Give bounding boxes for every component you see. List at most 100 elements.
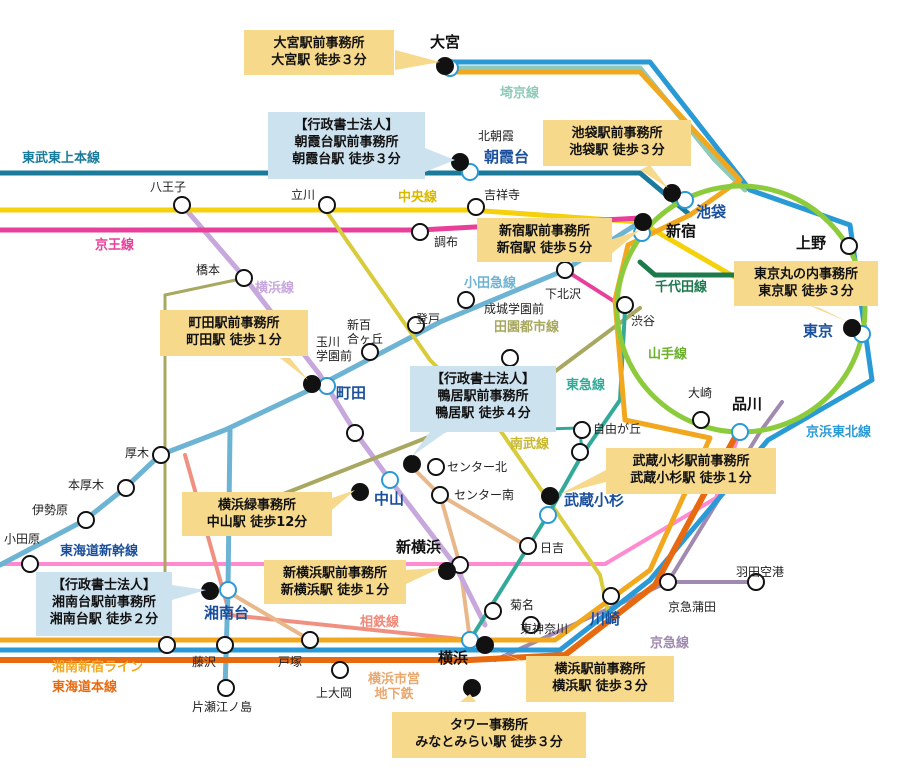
- station-honatsugi: 本厚木: [68, 478, 105, 492]
- station-centerminami: センター南: [454, 488, 515, 502]
- station-circle: [158, 636, 176, 654]
- box-pointer: [280, 358, 308, 380]
- office-box-shinyokohama[interactable]: 新横浜駅前事務所 新横浜駅 徒歩１分: [264, 560, 406, 604]
- station-asakadai: 朝霞台: [484, 148, 530, 166]
- office-box-asakadai[interactable]: 【行政書士法人】 朝霞台駅前事務所 朝霞台駅 徒歩３分: [268, 112, 425, 179]
- line-label-toyoko: 東急線: [566, 378, 606, 393]
- line-label-keihintohoku: 京浜東北線: [806, 425, 872, 440]
- office-box-tokyo[interactable]: 東京丸の内事務所 東京駅 徒歩３分: [734, 261, 878, 306]
- line-chiyoda: [637, 259, 743, 278]
- station-circle: [659, 573, 677, 591]
- office-access: 中山駅 徒歩12分: [206, 515, 308, 530]
- line-label-chuo: 中央線: [398, 190, 438, 205]
- station-circle: [301, 631, 319, 649]
- office-access: 新横浜駅 徒歩１分: [280, 583, 390, 598]
- station-circle: [602, 587, 620, 605]
- office-dot: [403, 455, 421, 473]
- station-circle: [840, 237, 858, 255]
- office-box-midori[interactable]: 横浜緑事務所 中山駅 徒歩12分: [182, 492, 332, 536]
- station-circle: [381, 471, 399, 489]
- line-label-tokaido-shinkansen: 東海道新幹線: [60, 544, 139, 559]
- station-totsuka: 戸塚: [278, 655, 303, 669]
- station-circle: [467, 198, 485, 216]
- line-tokaido: [0, 425, 743, 663]
- station-circle: [556, 261, 574, 279]
- office-box-shinjuku[interactable]: 新宿駅前事務所 新宿駅 徒歩５分: [477, 218, 612, 262]
- station-circle: [346, 424, 364, 442]
- station-circle: [573, 421, 591, 439]
- office-access: 大宮駅 徒歩３分: [271, 53, 367, 68]
- box-pointer: [404, 568, 440, 585]
- station-circle: [318, 196, 336, 214]
- office-name: 新横浜駅前事務所: [282, 566, 387, 581]
- office-box-kamoi[interactable]: 【行政書士法人】 鴨居駅前事務所 鴨居駅 徒歩４分: [410, 366, 556, 432]
- station-circle: [731, 423, 749, 441]
- station-tokyo: 東京: [803, 322, 834, 340]
- station-circle: [331, 661, 349, 679]
- station-circle: [747, 573, 765, 591]
- line-label-keio: 京王線: [95, 238, 135, 253]
- station-haneda: 羽田空港: [736, 565, 785, 579]
- office-org: 【行政書士法人】: [51, 578, 156, 593]
- office-dot: [351, 483, 369, 501]
- station-circle: [457, 291, 475, 309]
- office-name: 横浜駅前事務所: [554, 662, 646, 677]
- office-name: 町田駅前事務所: [188, 316, 280, 331]
- station-shinjuku: 新宿: [666, 222, 697, 240]
- office-dot: [201, 582, 219, 600]
- office-access: 武蔵小杉駅 徒歩１分: [630, 471, 752, 486]
- office-box-omiya[interactable]: 大宮駅前事務所 大宮駅 徒歩３分: [244, 30, 394, 75]
- office-box-musashikosugi[interactable]: 武蔵小杉駅前事務所 武蔵小杉駅 徒歩１分: [606, 448, 776, 494]
- office-name: 武蔵小杉駅前事務所: [632, 454, 750, 469]
- line-label-denentoshi: 田園都市線: [494, 320, 560, 335]
- office-dot: [663, 184, 681, 202]
- office-access: 横浜駅 徒歩３分: [552, 679, 648, 694]
- box-pointer: [640, 165, 668, 188]
- office-name: 鴨居駅前事務所: [437, 389, 529, 404]
- office-dot: [451, 153, 469, 171]
- office-box-yokohama[interactable]: 横浜駅前事務所 横浜駅 徒歩３分: [526, 656, 674, 702]
- station-circle: [501, 349, 519, 367]
- station-odawara: 小田原: [4, 532, 41, 546]
- station-nakayama: 中山: [374, 490, 405, 508]
- office-access: 鴨居駅 徒歩４分: [435, 406, 531, 421]
- station-circle: [173, 196, 191, 214]
- line-label-nanbu: 南武線: [510, 437, 550, 452]
- line-sagami-top: [163, 276, 247, 297]
- office-box-machida[interactable]: 町田駅前事務所 町田駅 徒歩１分: [160, 310, 308, 356]
- office-dot: [438, 562, 456, 580]
- office-name: 横浜緑事務所: [217, 498, 296, 513]
- station-kamiooka: 上大岡: [316, 686, 353, 700]
- station-circle: [571, 443, 589, 461]
- office-dot: [541, 487, 559, 505]
- line-label-sotetsu: 相鉄線: [360, 615, 400, 630]
- station-kichijoji: 吉祥寺: [484, 188, 521, 202]
- office-name: 大宮駅前事務所: [273, 36, 365, 51]
- box-pointer: [560, 470, 606, 494]
- office-access: 町田駅 徒歩１分: [186, 333, 282, 348]
- office-access: 東京駅 徒歩３分: [758, 284, 854, 299]
- station-centerkita: センター北: [447, 460, 508, 474]
- box-pointer: [610, 230, 640, 255]
- station-kawasaki: 川崎: [590, 610, 621, 628]
- station-circle: [519, 537, 537, 555]
- station-hachioji: 八王子: [150, 180, 187, 194]
- office-box-ikebukuro[interactable]: 池袋駅前事務所 池袋駅 徒歩３分: [543, 120, 691, 166]
- office-name: 東京丸の内事務所: [753, 267, 858, 282]
- station-circle: [219, 581, 237, 599]
- office-box-shonandai[interactable]: 【行政書士法人】 湘南台駅前事務所 湘南台駅 徒歩２分: [36, 572, 172, 636]
- line-label-odakyu: 小田急線: [464, 276, 517, 291]
- box-pointer: [332, 490, 355, 510]
- station-circle: [427, 458, 445, 476]
- line-label-shonanshinjuku: 湘南新宿ライン: [52, 660, 144, 675]
- station-seijogakuenmae: 成城学園前: [484, 302, 545, 316]
- office-access: 新宿駅 徒歩５分: [496, 241, 593, 256]
- station-noborito: 登戸: [416, 312, 441, 326]
- station-tachikawa: 立川: [291, 188, 316, 202]
- box-pointer: [808, 305, 848, 322]
- office-box-tower[interactable]: タワー事務所 みなとみらい駅 徒歩３分: [392, 712, 586, 758]
- office-name: 湘南台駅前事務所: [51, 595, 156, 610]
- station-machida: 町田: [336, 384, 367, 402]
- office-dot: [463, 679, 481, 697]
- station-shinyurigaoka: 新百 合ヶ丘: [347, 318, 384, 346]
